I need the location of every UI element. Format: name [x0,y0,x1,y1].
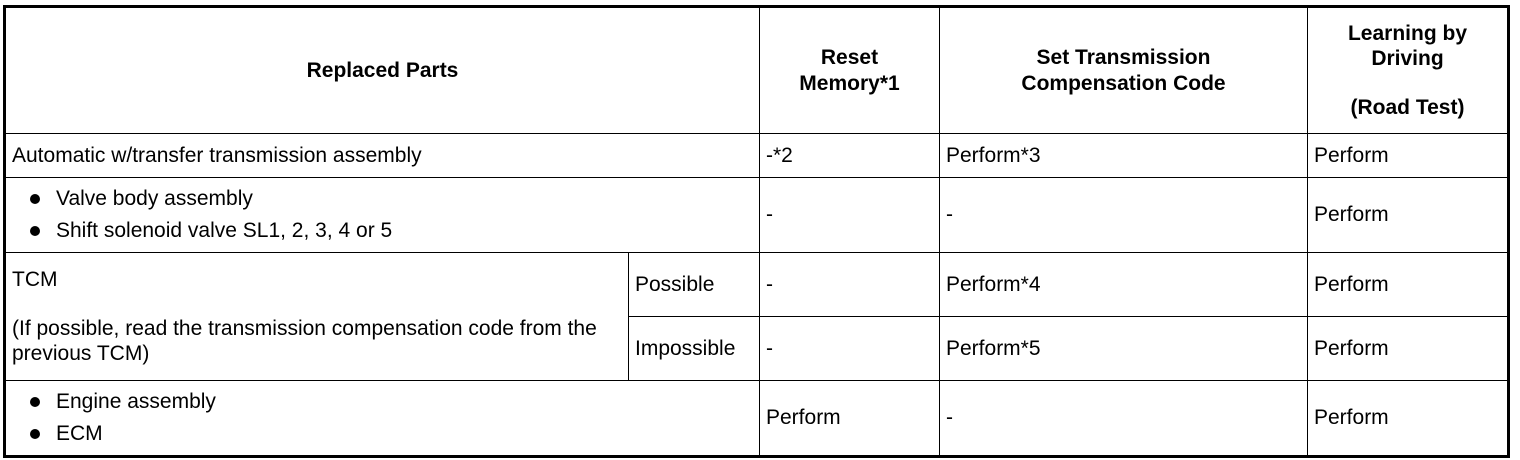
row4-learn: Perform [1307,380,1509,457]
row2-item-1: Valve body assembly [56,187,253,210]
bullet-icon [30,397,40,407]
replacement-procedure-table: Replaced Parts Reset Memory*1 Set Transm… [3,5,1510,458]
row4-part-list: Engine assembly ECM [12,386,753,450]
bullet-icon [30,194,40,204]
header-reset-memory-line1: Reset [820,46,879,70]
row1-learn: Perform [1307,133,1509,178]
row3-possible-reset: - [759,252,940,317]
bullet-icon [30,226,40,236]
row3-impossible-reset: - [759,316,940,381]
header-replaced-parts: Replaced Parts [4,6,760,134]
bullet-icon [30,429,40,439]
row2-reset: - [759,177,940,253]
row4-item-2: ECM [56,422,103,445]
list-item: Engine assembly [12,386,753,418]
row2-set: - [939,177,1308,253]
table-row: Valve body assembly Shift solenoid valve… [4,177,1509,253]
row4-set: - [939,380,1308,457]
header-set-compensation-code: Set Transmission Compensation Code [939,6,1308,134]
row3-impossible-learn: Perform [1307,316,1509,381]
list-item: ECM [12,418,753,450]
row3-impossible-set: Perform*5 [939,316,1308,381]
table-row: Automatic w/transfer transmission assemb… [4,133,1509,178]
row2-learn: Perform [1307,177,1509,253]
header-reset-memory-line2: Memory*1 [799,71,900,95]
row1-part: Automatic w/transfer transmission assemb… [4,133,760,178]
header-learning-line3: (Road Test) [1350,96,1465,120]
table-row: Engine assembly ECM Perform - Perform [4,380,1509,457]
row4-part: Engine assembly ECM [4,380,760,457]
row3-impossible-label: Impossible [628,316,760,381]
header-learning-by-driving: Learning by Driving (Road Test) [1307,6,1509,134]
table-row: Impossible - Perform*5 Perform [5,316,1509,381]
header-set-tcc-line1: Set Transmission [1036,46,1211,70]
row3-possible-set: Perform*4 [939,252,1308,317]
row3-possible-learn: Perform [1307,252,1509,317]
row3-possible-label: Possible [628,252,760,317]
row3-part-note: (If possible, read the transmission comp… [12,316,597,366]
row3-part-title: TCM [12,267,58,291]
row4-item-1: Engine assembly [56,390,216,413]
header-set-tcc-line2: Compensation Code [1021,71,1226,95]
list-item: Shift solenoid valve SL1, 2, 3, 4 or 5 [12,215,753,247]
row2-part: Valve body assembly Shift solenoid valve… [4,177,760,253]
table-row: TCM (If possible, read the transmission … [4,252,1509,381]
header-learning-line2: Driving [1371,46,1444,70]
header-learning-line1: Learning by [1347,21,1468,45]
row3-part: TCM (If possible, read the transmission … [4,252,629,381]
row1-set: Perform*3 [939,133,1308,178]
row4-reset: Perform [759,380,940,457]
header-row: Replaced Parts Reset Memory*1 Set Transm… [4,6,1509,134]
row1-reset: -*2 [759,133,940,178]
row2-item-2: Shift solenoid valve SL1, 2, 3, 4 or 5 [56,219,393,242]
header-reset-memory: Reset Memory*1 [759,6,940,134]
list-item: Valve body assembly [12,183,753,215]
row2-part-list: Valve body assembly Shift solenoid valve… [12,183,753,247]
